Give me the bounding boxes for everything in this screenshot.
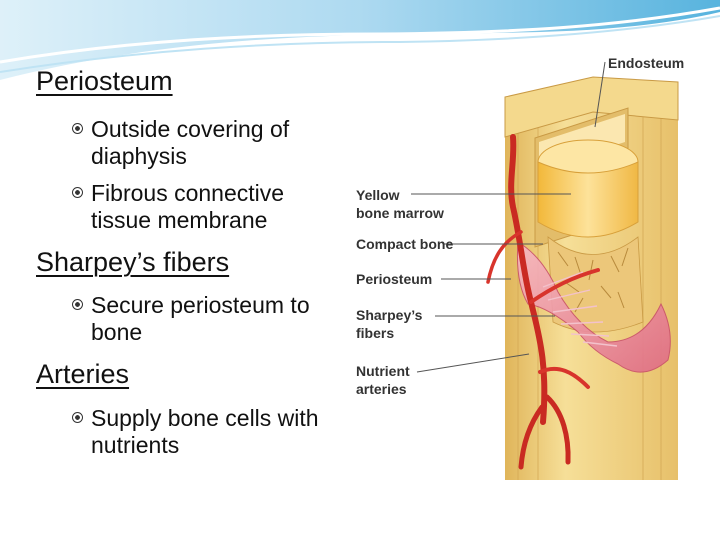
label-sharpeys-fibers: Sharpey’s fibers: [356, 307, 423, 341]
bullet-dot-icon: [72, 123, 83, 134]
header-wave-decoration: [0, 0, 720, 80]
spongy-bone: [547, 236, 644, 333]
nutrient-artery-branch-2: [538, 366, 590, 389]
bullet-dot-icon: [72, 412, 83, 423]
bullet-secure-periosteum: Secure periosteum to bone: [72, 292, 332, 346]
label-periosteum: Periosteum: [356, 271, 433, 287]
bullet-dot-icon: [72, 299, 83, 310]
label-compact-bone: Compact bone: [356, 236, 454, 252]
label-leader-lines: [411, 61, 606, 373]
bullet-fibrous-tissue: Fibrous connective tissue membrane: [72, 180, 332, 234]
nutrient-artery-branch-4: [518, 404, 545, 470]
label-yellow-bone-marrow: Yellow bone marrow: [356, 187, 444, 221]
bullet-dot-icon: [72, 187, 83, 198]
sharpeys-fibers-strands: [542, 271, 618, 347]
heading-sharpeys-fibers: Sharpey’s fibers: [36, 247, 230, 277]
nutrient-artery-main: [508, 134, 548, 425]
nutrient-artery-branch-5: [544, 394, 571, 465]
label-nutrient-arteries: Nutrient arteries: [356, 363, 410, 397]
bone-anatomy-figure: Endosteum Yellow bone marrow Compact bon…: [343, 42, 698, 480]
bone-illustration: [411, 61, 679, 480]
yellow-marrow-body: [537, 161, 639, 238]
heading-arteries: Arteries: [36, 359, 130, 389]
bone-top-surface: [504, 76, 679, 138]
nutrient-artery-branch-1: [529, 268, 600, 304]
periosteum-flap: [516, 241, 671, 373]
heading-periosteum: Periosteum: [36, 66, 173, 96]
bullet-supply-bone-cells: Supply bone cells with nutrients: [72, 405, 332, 459]
nutrient-artery-branch-3: [486, 230, 523, 284]
bullet-outside-covering: Outside covering of diaphysis: [72, 116, 332, 170]
label-endosteum: Endosteum: [608, 55, 685, 71]
slide-text-column: Periosteum Outside covering of diaphysis…: [0, 0, 345, 540]
